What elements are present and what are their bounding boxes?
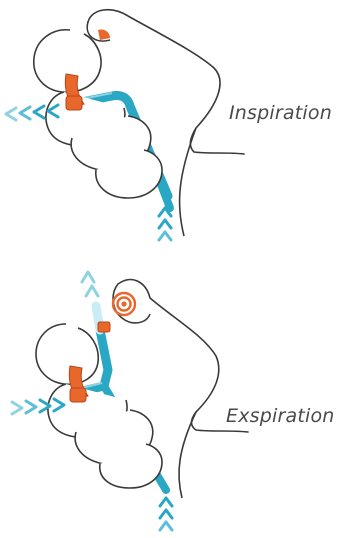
- inspiration-panel: Inspiration: [0, 0, 351, 269]
- intake-flow-arrow-icon: [159, 208, 171, 240]
- index-finger-outline: [36, 324, 98, 384]
- inspiration-label: Inspiration: [229, 102, 332, 124]
- palm-edge-outline: [179, 412, 196, 498]
- outflow-arrow-icon: [82, 272, 98, 296]
- intake-flow-arrow-icon: [160, 498, 172, 530]
- expiration-panel: Exspiration: [0, 260, 351, 529]
- expiration-label: Exspiration: [226, 405, 335, 427]
- palm-edge-outline: [180, 128, 196, 236]
- inspiration-hand-illustration: [0, 0, 351, 269]
- expiration-hand-illustration: [0, 260, 351, 529]
